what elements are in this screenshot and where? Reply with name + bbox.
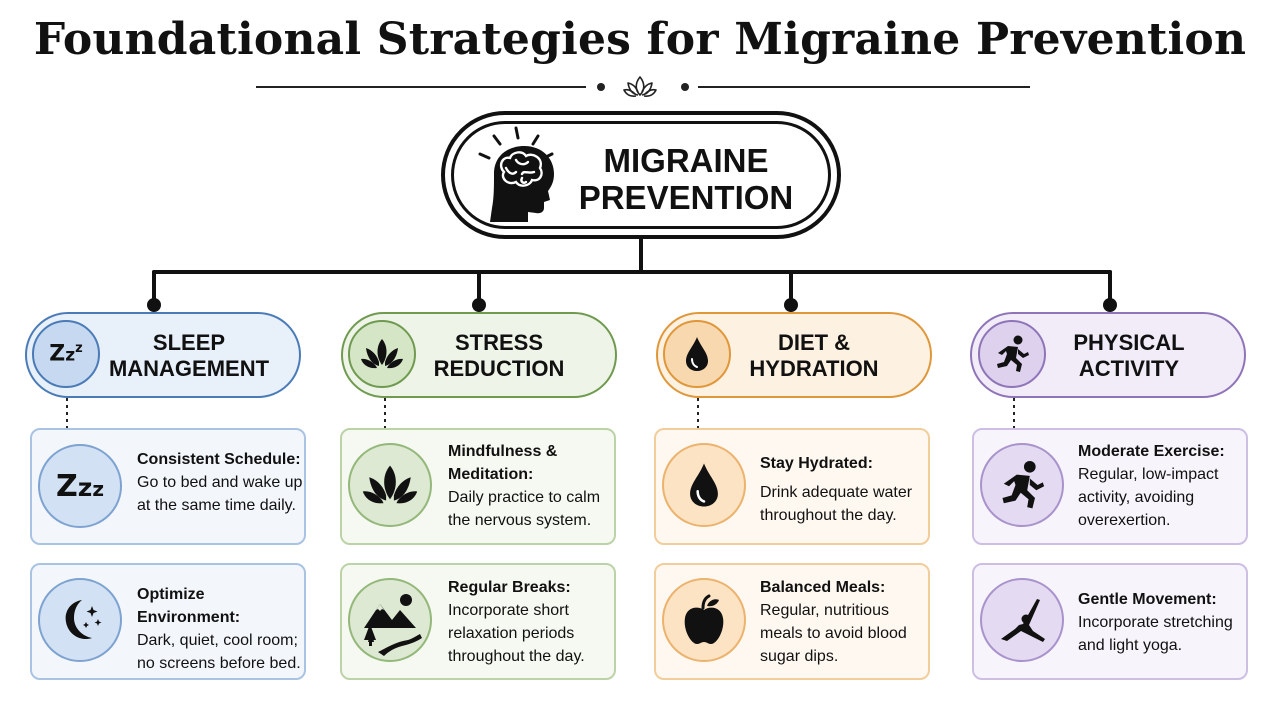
- card-description: Dark, quiet, cool room; no screens befor…: [137, 632, 301, 672]
- category-label-diet: DIET & HYDRATION: [749, 330, 879, 381]
- hub-label-line1: MIGRAINE: [603, 142, 769, 179]
- category-label-activity: PHYSICAL ACTIVITY: [1073, 330, 1185, 381]
- card-description: Incorporate short relaxation periods thr…: [448, 602, 585, 665]
- card-title: Balanced Meals:: [760, 579, 886, 596]
- card-title: Gentle Movement:: [1078, 591, 1217, 608]
- lotus-icon: [348, 443, 432, 527]
- landscape-icon: [348, 578, 432, 662]
- brain-head-icon: [478, 126, 554, 222]
- divider-dot: [597, 83, 605, 91]
- card-title: Consistent Schedule:: [137, 451, 301, 468]
- category-label-sleep: SLEEP MANAGEMENT: [108, 330, 270, 381]
- hub-label-line2: PREVENTION: [578, 179, 794, 216]
- card-text: Optimize Environment: Dark, quiet, cool …: [137, 583, 309, 675]
- title-divider-left: [256, 86, 586, 88]
- card-text: Regular Breaks: Incorporate short relaxa…: [448, 576, 620, 668]
- lotus-ornament-icon: [623, 76, 657, 97]
- title-divider-right: [698, 86, 1030, 88]
- category-label-stress: STRESS REDUCTION: [433, 330, 565, 381]
- card-text: Moderate Exercise: Regular, low-impact a…: [1078, 440, 1250, 532]
- page-title: Foundational Strategies for Migraine Pre…: [33, 14, 1247, 65]
- card-description: Incorporate stretching and light yoga.: [1078, 614, 1233, 654]
- card-description: Regular, low-impact activity, avoiding o…: [1078, 466, 1219, 529]
- apple-icon: [662, 578, 746, 662]
- zzz-icon: Zzz: [38, 444, 122, 528]
- card-text: Consistent Schedule: Go to bed and wake …: [137, 448, 309, 517]
- lotus-icon: [348, 320, 416, 388]
- zzz-icon: Zzz: [32, 320, 100, 388]
- card-text: Stay Hydrated: Drink adequate water thro…: [760, 452, 932, 527]
- card-title: Regular Breaks:: [448, 579, 571, 596]
- card-title: Stay Hydrated:: [760, 455, 873, 472]
- moon-stars-icon: [38, 578, 122, 662]
- water-drop-icon: [663, 320, 731, 388]
- card-text: Mindfulness & Meditation: Daily practice…: [448, 440, 620, 532]
- card-title: Optimize Environment:: [137, 586, 241, 626]
- card-description: Regular, nutritious meals to avoid blood…: [760, 602, 907, 665]
- water-drop-icon: [662, 443, 746, 527]
- running-person-icon: [978, 320, 1046, 388]
- card-title: Moderate Exercise:: [1078, 443, 1225, 460]
- yoga-pose-icon: [980, 578, 1064, 662]
- card-description: Drink adequate water throughout the day.: [760, 484, 913, 524]
- running-person-icon: [980, 443, 1064, 527]
- card-title: Mindfulness & Meditation:: [448, 443, 558, 483]
- card-description: Daily practice to calm the nervous syste…: [448, 489, 601, 529]
- card-description: Go to bed and wake up at the same time d…: [137, 474, 303, 514]
- hub-label: MIGRAINE PREVENTION: [568, 142, 804, 216]
- divider-dot: [681, 83, 689, 91]
- card-text: Balanced Meals: Regular, nutritious meal…: [760, 576, 932, 668]
- card-text: Gentle Movement: Incorporate stretching …: [1078, 588, 1250, 657]
